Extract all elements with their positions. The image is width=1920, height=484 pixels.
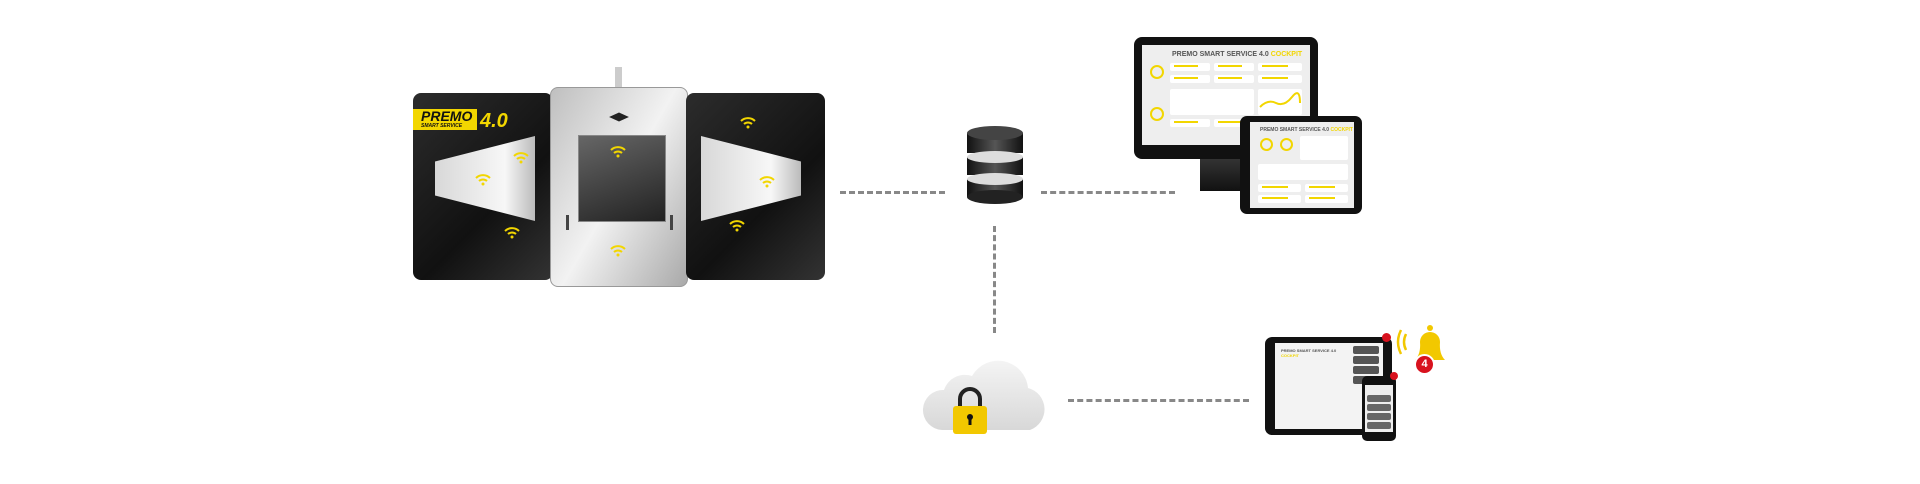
right-handle bbox=[670, 215, 673, 230]
connector-database-desktop bbox=[1041, 191, 1175, 194]
machine-antenna bbox=[615, 67, 622, 89]
logo-version: 4.0 bbox=[480, 110, 508, 132]
outlet-funnel bbox=[701, 136, 801, 221]
logo-brand: PREMO bbox=[421, 108, 473, 124]
lock-icon bbox=[953, 387, 987, 434]
machine-left-panel: PREMO SMART SERVICE 4.0 bbox=[413, 93, 553, 280]
machine-center-module bbox=[550, 87, 688, 287]
machine: PREMO SMART SERVICE 4.0 bbox=[413, 67, 825, 292]
database-icon bbox=[967, 126, 1023, 204]
phone-badge bbox=[1390, 372, 1398, 380]
smartphone bbox=[1362, 372, 1398, 441]
diamond-indicator bbox=[609, 112, 629, 122]
tablet-screen: PREMO SMART SERVICE 4.0 COCKPIT bbox=[1250, 122, 1354, 208]
tablet: PREMO SMART SERVICE 4.0 COCKPIT bbox=[1240, 116, 1362, 214]
cockpit-title: PREMO SMART SERVICE 4.0 COCKPIT bbox=[1260, 127, 1353, 133]
notification-badge: 4 bbox=[1414, 354, 1435, 375]
connector-cloud-mobile bbox=[1068, 399, 1249, 402]
logo-subtitle: SMART SERVICE bbox=[421, 123, 463, 129]
connector-machine-database bbox=[840, 191, 945, 194]
cockpit-title: PREMO SMART SERVICE 4.0 COCKPIT bbox=[1172, 51, 1303, 58]
tablet-badge bbox=[1382, 333, 1391, 342]
smartphone-screen bbox=[1365, 385, 1393, 432]
connector-database-cloud bbox=[993, 226, 996, 333]
logo-badge: PREMO SMART SERVICE bbox=[413, 109, 477, 130]
machine-window bbox=[578, 135, 666, 222]
inlet-funnel bbox=[435, 136, 535, 221]
left-handle bbox=[566, 215, 569, 230]
machine-right-panel bbox=[686, 93, 825, 280]
bell-icon bbox=[1396, 325, 1445, 360]
